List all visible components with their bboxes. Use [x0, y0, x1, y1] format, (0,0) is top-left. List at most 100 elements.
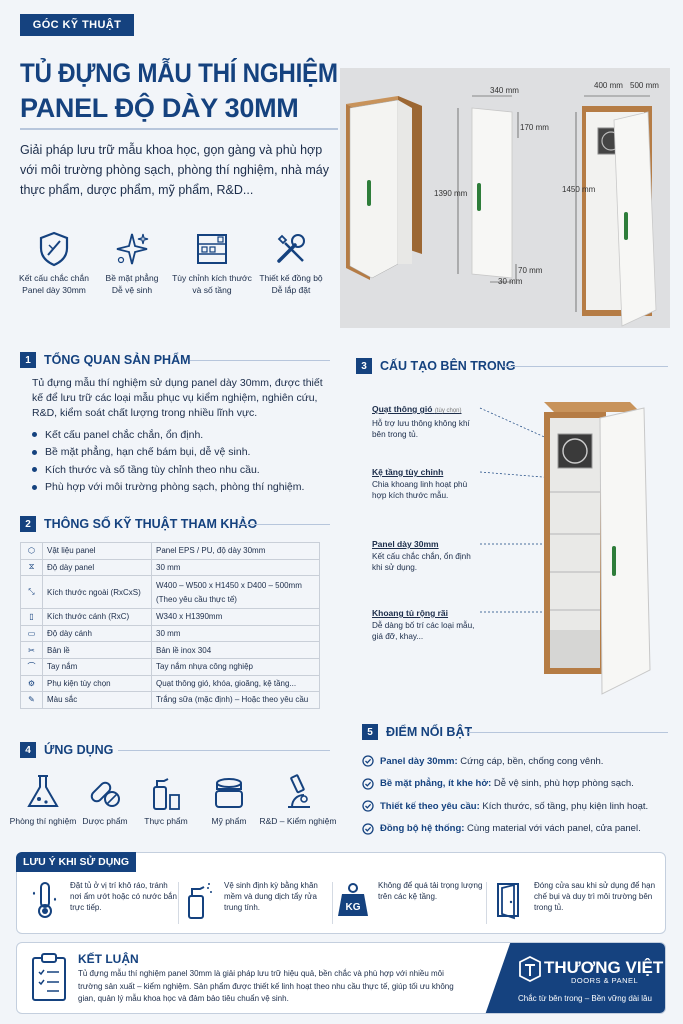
spec-label: Kích thước ngoài (RxCxS): [42, 575, 152, 610]
application-item: Dược phẩm: [70, 772, 140, 826]
highlight-bold: Panel dày 30mm:: [380, 755, 458, 767]
note-divider: [178, 882, 179, 924]
product-dimension-render: 340 mm 170 mm 1390 mm 70 mm 30 mm 400 mm…: [340, 68, 670, 328]
section-header-structure: 3 CẤU TẠO BÊN TRONG: [356, 358, 515, 374]
accessory-icon: ⚙: [27, 678, 36, 688]
list-item: Thiết kế theo yêu cầu: Kích thước, số tầ…: [362, 795, 672, 818]
sparkle-icon: [116, 233, 149, 265]
list-item: Phù hợp với môi trường phòng sạch, phòng…: [32, 479, 332, 497]
feature-line1: Thiết kế đồng bộ: [259, 273, 323, 283]
cream-jar-icon: [215, 778, 243, 808]
cabinet-icon: [197, 234, 227, 264]
title-divider: [20, 128, 338, 130]
hourglass-icon: ⧖: [28, 562, 35, 572]
spec-value: 30 mm: [151, 624, 320, 643]
brand-subtitle: DOORS & PANEL: [571, 976, 639, 985]
section-number: 2: [20, 516, 36, 532]
spec-label: Tay nắm: [42, 657, 152, 676]
section-tag: GÓC KỸ THUẬT: [20, 14, 134, 36]
application-label: Thực phẩm: [144, 816, 188, 826]
handle-icon: ⌒: [27, 662, 36, 672]
feature-item: Thiết kế đồng bộ Dễ lắp đặt: [251, 230, 331, 296]
section-rule: [190, 360, 330, 361]
list-item: Bề mặt phẳng, ít khe hở: Dễ vệ sinh, phù…: [362, 773, 672, 796]
list-item: Bề mặt phẳng, hạn chế bám bụi, dễ vệ sin…: [32, 444, 332, 462]
door-icon: [497, 883, 519, 920]
weight-label: KG: [346, 902, 361, 913]
callout-title: Khoang tủ rộng rãi: [372, 608, 449, 618]
section-header-overview: 1 TỔNG QUAN SẢN PHẨM: [20, 352, 191, 368]
callout-fan: Quạt thông gió (tùy chọn)Hỗ trợ lưu thôn…: [372, 404, 470, 440]
spec-value: Quạt thông gió, khóa, gioăng, kệ tầng...: [151, 674, 320, 693]
feature-item: Bề mặt phẳng Dễ vệ sinh: [92, 230, 172, 296]
highlight-bold: Bề mặt phẳng, ít khe hở:: [380, 778, 492, 790]
dim-height-door: 1390 mm: [434, 189, 468, 198]
dim-depth-door: 170 mm: [520, 123, 549, 132]
overview-bullets: Kết cấu panel chắc chắn, ổn định. Bề mặt…: [32, 426, 332, 496]
note-text: Đóng cửa sau khi sử dụng để hạn chế bụi …: [534, 881, 656, 912]
section-title: ĐIỂM NỔI BẬT: [386, 725, 473, 739]
section-rule: [468, 732, 668, 733]
feature-line2: Panel dày 30mm: [22, 285, 86, 295]
list-item: Kích thước và số tầng tùy chỉnh theo nhu…: [32, 461, 332, 479]
check-circle-icon: [362, 778, 374, 790]
list-item: Đồng bộ hệ thống: Cùng material với vách…: [362, 818, 672, 841]
cabinet-interior-drawing: [479, 402, 651, 695]
check-circle-icon: [362, 755, 374, 767]
flask-icon: [27, 775, 59, 807]
conclusion-box: [16, 942, 666, 1014]
callout-title: Kệ tầng tùy chỉnh: [372, 467, 444, 477]
section-header-applications: 4 ỨNG DỤNG: [20, 742, 113, 758]
page-title-line1: TỦ ĐỰNG MẪU THÍ NGHIỆM: [20, 58, 338, 88]
section-title: TỔNG QUAN SẢN PHẨM: [44, 353, 191, 367]
spec-label: Bản lề: [42, 641, 152, 659]
section-rule: [238, 524, 330, 525]
highlight-text: Dễ vệ sinh, phù hợp phòng sạch.: [491, 778, 634, 790]
section-title: THÔNG SỐ KỸ THUẬT THAM KHẢO: [44, 517, 258, 531]
dim-outer-width: 400 mm: [594, 81, 623, 90]
list-item: Kết cấu panel chắc chắn, ổn định.: [32, 426, 332, 444]
section-rule: [502, 366, 668, 367]
page-title-line2: PANEL ĐỘ DÀY 30MM: [20, 93, 299, 123]
highlight-bold: Thiết kế theo yêu cầu:: [380, 800, 480, 812]
highlight-text: Cứng cáp, bền, chống cong vênh.: [457, 755, 604, 767]
application-item: Thực phẩm: [131, 772, 201, 826]
application-label: Dược phẩm: [82, 816, 128, 826]
application-label: Phòng thí nghiệm: [9, 816, 77, 826]
dim-gap-bottom: 70 mm: [518, 266, 543, 275]
note-item: Đóng cửa sau khi sử dụng để hạn chế bụi …: [492, 880, 660, 920]
highlight-bold: Đồng bộ hệ thống:: [380, 823, 465, 835]
microscope-icon: [288, 774, 310, 808]
section-number: 3: [356, 358, 372, 374]
brand-logo-icon: [519, 956, 541, 982]
callout-text: Dễ dàng bố trí các loại mẫu, giá đỡ, kha…: [372, 620, 475, 642]
dim-outer-height: 1450 mm: [562, 185, 596, 194]
spec-value: 30 mm: [151, 558, 320, 577]
callout-text: Hỗ trợ lưu thông không khí bên trong tủ.: [372, 418, 470, 440]
feature-line2: Dễ vệ sinh: [111, 285, 153, 295]
spec-label: Kích thước cánh (RxC): [42, 608, 152, 626]
feature-line1: Bề mặt phẳng: [105, 273, 159, 283]
callout-note: (tùy chọn): [434, 408, 462, 414]
brand-slogan: Chắc từ bên trong – Bền vững dài lâu: [518, 994, 652, 1003]
weight-icon: KG: [338, 883, 368, 916]
brand-panel: [485, 943, 665, 1013]
section-header-specs: 2 THÔNG SỐ KỸ THUẬT THAM KHẢO: [20, 516, 257, 532]
note-divider: [332, 882, 333, 924]
application-item: Mỹ phẩm: [194, 772, 264, 826]
application-item: Phòng thí nghiệm: [8, 772, 78, 826]
conclusion-text: Tủ đựng mẫu thí nghiệm panel 30mm là giả…: [78, 969, 454, 1003]
intro-text: Giải pháp lưu trữ mẫu khoa học, gọn gàng…: [20, 143, 329, 197]
cleaning-spray-icon: [188, 883, 212, 919]
feature-line1: Tùy chỉnh kích thước: [172, 273, 252, 283]
note-divider: [486, 882, 487, 924]
spec-value-note: (Theo yêu cầu thực tế): [156, 594, 237, 604]
feature-item: Kết cấu chắc chắn Panel dày 30mm: [14, 230, 94, 296]
note-text: Vệ sinh định kỳ bằng khăn mềm và dung dị…: [224, 881, 318, 912]
spray-bottle-icon: [153, 778, 180, 810]
